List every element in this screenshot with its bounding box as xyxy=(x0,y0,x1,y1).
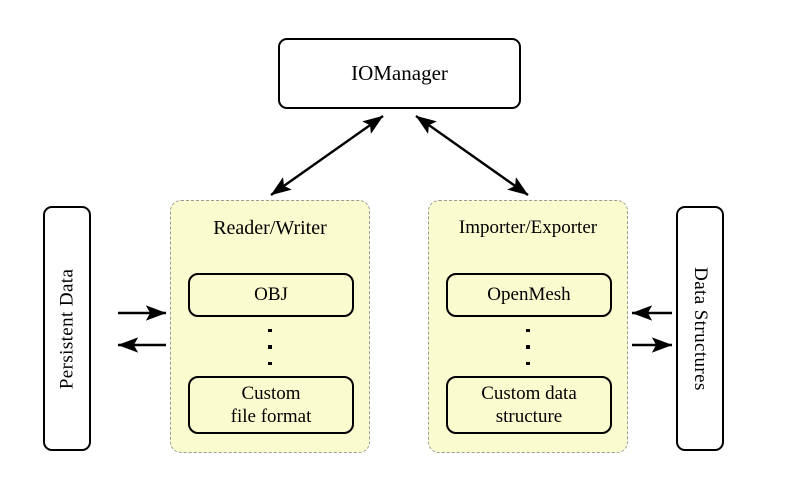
ellipsis-reader-writer xyxy=(171,325,369,369)
ellipsis-dot xyxy=(526,345,530,349)
entry-custom-data-structure-line2: structure xyxy=(495,406,563,427)
arrow-manager-importer-exporter xyxy=(415,115,529,196)
ellipsis-dot xyxy=(268,345,272,349)
ellipsis-dot xyxy=(526,329,530,333)
arrow-manager-reader-writer xyxy=(270,115,384,196)
ellipsis-importer-exporter xyxy=(429,325,627,369)
node-data-structures: Data Structures xyxy=(676,206,724,451)
entry-custom-data-structure-line1: Custom data xyxy=(481,382,577,404)
entry-obj-label: OBJ xyxy=(254,284,288,306)
entry-custom-file-format: Custom file format xyxy=(188,376,354,434)
entry-custom-file-format-line1: Custom xyxy=(241,382,301,404)
panel-importer-exporter-title: Importer/Exporter xyxy=(458,217,598,238)
panel-reader-writer-title: Reader/Writer xyxy=(213,217,327,239)
entry-openmesh-label: OpenMesh xyxy=(487,284,571,306)
node-iomanager: IOManager xyxy=(278,38,521,109)
panel-importer-exporter: Importer/Exporter OpenMesh Custom data s… xyxy=(428,200,628,453)
entry-openmesh: OpenMesh xyxy=(446,273,612,317)
node-iomanager-label: IOManager xyxy=(351,61,448,86)
entry-custom-file-format-line2: file format xyxy=(230,406,312,427)
ellipsis-dot xyxy=(526,361,530,365)
node-persistent-data-label: Persistent Data xyxy=(56,268,78,389)
node-persistent-data: Persistent Data xyxy=(43,206,91,451)
node-data-structures-label: Data Structures xyxy=(689,266,711,391)
entry-obj: OBJ xyxy=(188,273,354,317)
ellipsis-dot xyxy=(268,329,272,333)
entry-custom-data-structure: Custom data structure xyxy=(446,376,612,434)
ellipsis-dot xyxy=(268,361,272,365)
panel-reader-writer: Reader/Writer OBJ Custom file format xyxy=(170,200,370,453)
